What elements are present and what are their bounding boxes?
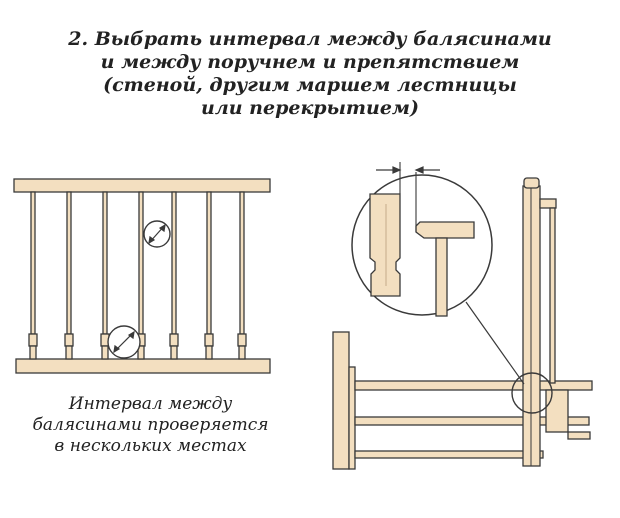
stringer — [348, 366, 356, 470]
obstacle-wall-detail — [435, 237, 448, 317]
tread-middle — [354, 416, 590, 426]
detail-source-circle — [511, 372, 553, 414]
bottom-rail — [15, 358, 271, 374]
baluster-base — [29, 345, 37, 360]
obstacle-edge-detail — [415, 221, 475, 239]
baluster-collar — [169, 333, 179, 347]
arrow-head — [414, 166, 424, 174]
baluster-collar — [64, 333, 74, 347]
title-line-2: и между поручнем и препятствием — [100, 51, 520, 73]
handrail-profile-detail — [369, 193, 401, 297]
diagram-caption: Интервал между балясинами проверяется в … — [8, 394, 293, 457]
baluster-collar — [204, 333, 214, 347]
baluster — [171, 191, 177, 335]
title-line-3: (стеной, другим маршем лестницы — [103, 74, 517, 96]
landing-block — [545, 389, 569, 433]
floor-post — [332, 331, 350, 470]
baluster-collar — [237, 333, 247, 347]
baluster-group — [28, 191, 247, 360]
arrow-head — [127, 330, 135, 340]
landing-tread — [567, 431, 591, 440]
caption-line-2: балясинами проверяется — [32, 415, 269, 435]
handrail-stub — [539, 198, 557, 209]
baluster-base — [170, 345, 178, 360]
diagram-title: 2. Выбрать интервал между балясинами и м… — [0, 28, 620, 120]
baluster-base — [205, 345, 213, 360]
baluster-base — [101, 345, 109, 360]
arrow-head — [392, 166, 402, 174]
arrow-head — [113, 344, 121, 354]
tread-lower — [354, 450, 544, 459]
tread-upper — [354, 380, 593, 391]
title-line-4: или перекрытием) — [201, 97, 419, 119]
baluster-base — [238, 345, 246, 360]
baluster-collar — [28, 333, 38, 347]
guard-baluster — [549, 207, 556, 384]
arrow-head — [158, 223, 166, 233]
baluster-base — [65, 345, 73, 360]
detail-leader-line — [465, 301, 525, 385]
baluster — [102, 191, 108, 335]
baluster — [206, 191, 212, 335]
arrow-head — [148, 235, 156, 245]
baluster — [239, 191, 245, 335]
newel-cap — [523, 177, 540, 189]
caption-line-3: в нескольких местах — [54, 436, 247, 456]
handrail — [13, 178, 271, 193]
caption-line-1: Интервал между — [68, 394, 233, 414]
baluster — [138, 191, 144, 335]
baluster — [66, 191, 72, 335]
baluster — [30, 191, 36, 335]
title-line-1: 2. Выбрать интервал между балясинами — [68, 28, 552, 50]
baluster-base — [137, 345, 145, 360]
